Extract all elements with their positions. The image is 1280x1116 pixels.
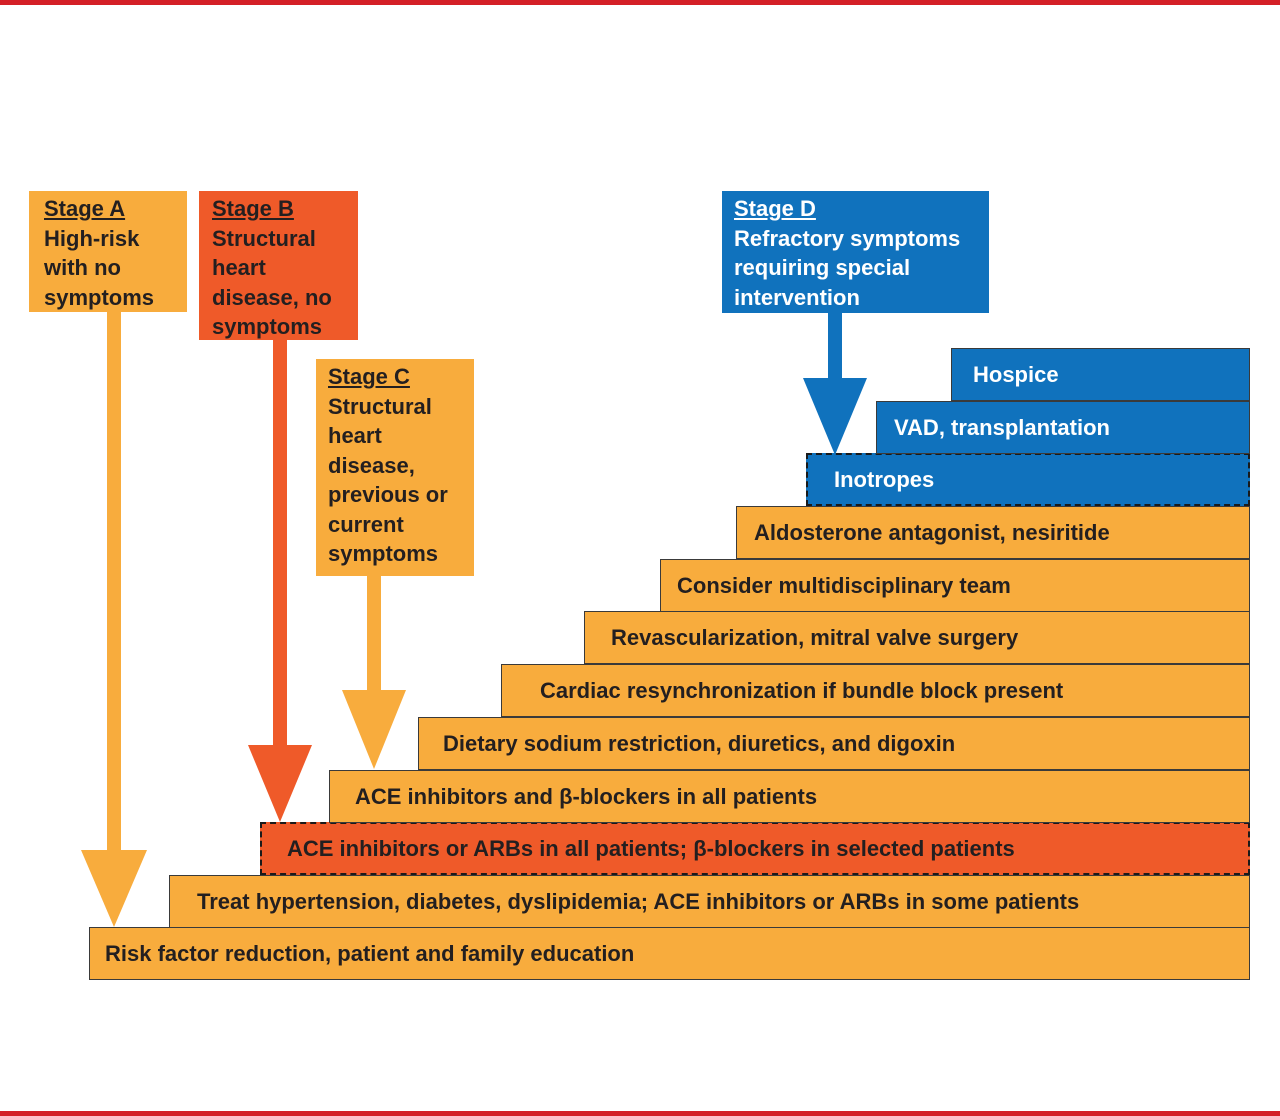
stage-b-box: Stage B Structural heart disease, no sym… <box>199 191 358 340</box>
stage-b-line: disease, no <box>212 284 332 310</box>
stage-c-line: Structural <box>328 393 432 419</box>
step-label: ACE inhibitors and β-blockers in all pat… <box>355 783 818 809</box>
stage-c-line: disease, <box>328 452 415 478</box>
stage-b-arrow <box>248 338 312 822</box>
step-hospice: Hospice <box>951 348 1250 401</box>
stage-d-box: Stage D Refractory symptoms requiring sp… <box>722 191 989 313</box>
bottom-rule <box>0 1111 1280 1116</box>
step-aldosterone-antagonist: Aldosterone antagonist, nesiritide <box>736 506 1250 559</box>
stage-c-line: heart <box>328 423 382 448</box>
step-vad-transplantation: VAD, transplantation <box>876 401 1250 454</box>
stage-d-line: Refractory symptoms <box>734 225 961 251</box>
step-label: Risk factor reduction, patient and famil… <box>105 940 635 966</box>
stage-d-line: intervention <box>734 284 860 310</box>
stage-c-line: current <box>328 511 404 537</box>
step-ace-and-beta-blockers: ACE inhibitors and β-blockers in all pat… <box>329 770 1250 823</box>
stage-a-title: Stage A <box>44 196 126 221</box>
step-ace-or-arb: ACE inhibitors or ARBs in all patients; … <box>260 822 1250 875</box>
step-label: Treat hypertension, diabetes, dyslipidem… <box>197 888 1080 914</box>
step-label: Cardiac resynchronization if bundle bloc… <box>540 677 1064 703</box>
step-label: VAD, transplantation <box>894 414 1110 440</box>
stage-b-line: heart <box>212 255 266 280</box>
stage-a-line: symptoms <box>44 284 155 310</box>
stage-a-line: with no <box>44 255 121 280</box>
stage-a-line: High-risk <box>44 225 140 251</box>
step-label: ACE inhibitors or ARBs in all patients; … <box>287 835 1015 861</box>
step-label: Aldosterone antagonist, nesiritide <box>754 519 1110 545</box>
stage-a-arrow <box>81 310 147 927</box>
step-multidisciplinary-team: Consider multidisciplinary team <box>660 559 1250 612</box>
stage-b-line: symptoms <box>212 314 323 339</box>
step-dietary-sodium: Dietary sodium restriction, diuretics, a… <box>418 717 1250 770</box>
step-risk-factor-reduction: Risk factor reduction, patient and famil… <box>89 927 1250 980</box>
stage-c-line: symptoms <box>328 541 439 566</box>
top-rule <box>0 0 1280 5</box>
step-inotropes: Inotropes <box>806 453 1250 506</box>
stage-d-arrow <box>803 312 867 455</box>
step-label: Inotropes <box>834 466 935 492</box>
step-treat-hypertension: Treat hypertension, diabetes, dyslipidem… <box>169 875 1250 928</box>
step-label: Consider multidisciplinary team <box>677 572 1011 598</box>
step-revascularization: Revascularization, mitral valve surgery <box>584 611 1250 664</box>
stage-c-line: previous or <box>328 482 448 507</box>
stage-c-arrow <box>342 574 406 769</box>
stage-d-title: Stage D <box>734 196 816 221</box>
step-label: Dietary sodium restriction, diuretics, a… <box>443 730 956 756</box>
stage-d-line: requiring special <box>734 255 911 280</box>
stage-c-box: Stage C Structural heart disease, previo… <box>316 359 474 576</box>
stage-c-title: Stage C <box>328 364 410 389</box>
stage-b-line: Structural <box>212 225 316 251</box>
step-cardiac-resynchronization: Cardiac resynchronization if bundle bloc… <box>501 664 1250 717</box>
step-label: Revascularization, mitral valve surgery <box>611 624 1019 650</box>
step-label: Hospice <box>973 361 1059 387</box>
stage-b-title: Stage B <box>212 196 294 221</box>
stage-a-box: Stage A High-risk with no symptoms <box>29 191 187 312</box>
